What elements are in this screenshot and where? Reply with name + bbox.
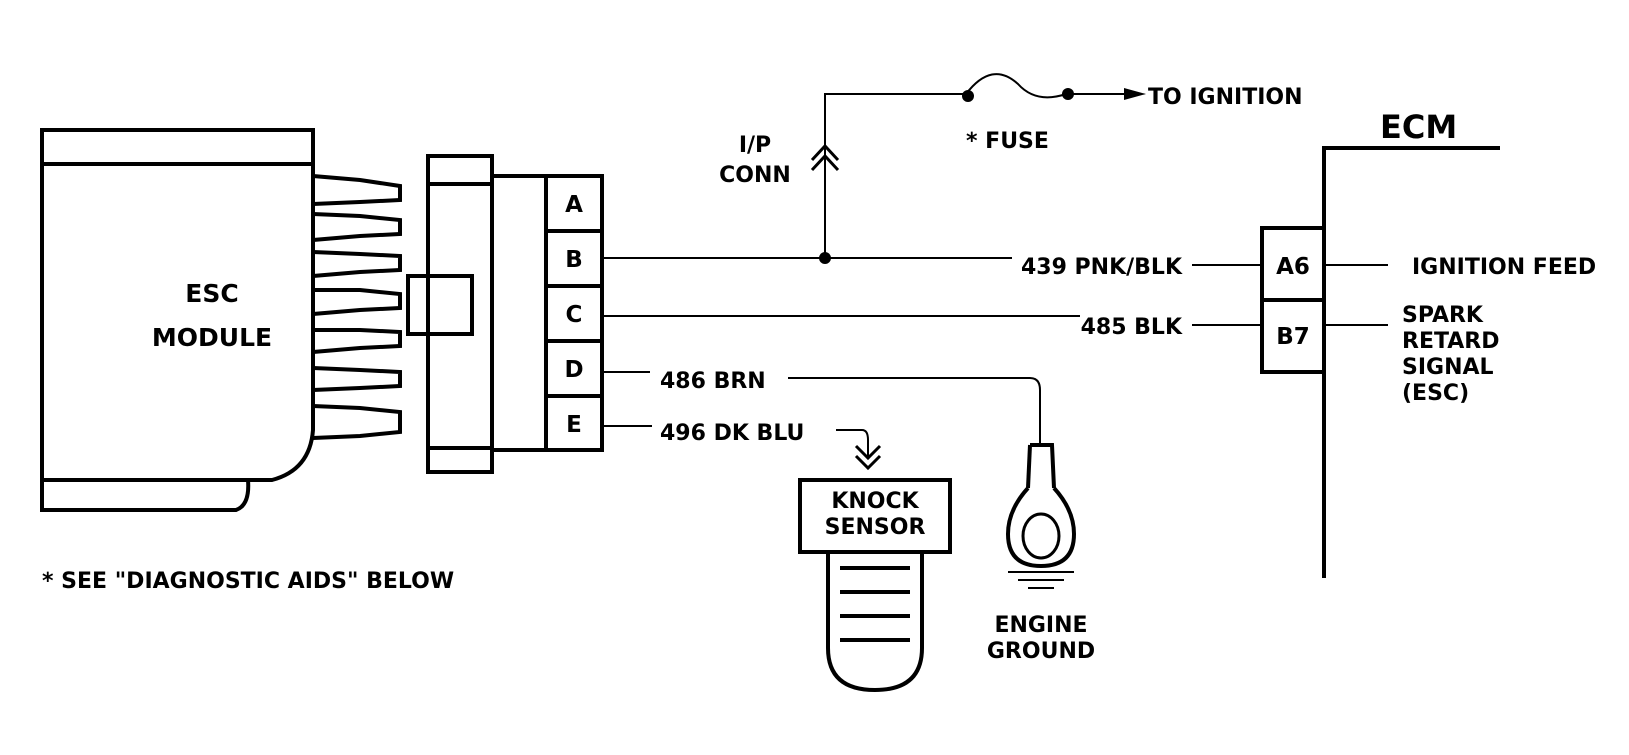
to-ignition-label: TO IGNITION <box>1148 85 1303 110</box>
ip-conn-chevron-icon <box>810 143 840 172</box>
ecm-pin-leads <box>1324 264 1388 326</box>
pin-a: A <box>565 192 583 218</box>
ip-conn-line2: CONN <box>719 163 791 188</box>
spark-retard-line1: SPARK <box>1402 303 1484 328</box>
footnote: * SEE "DIAGNOSTIC AIDS" BELOW <box>42 569 454 594</box>
ecm-pin-a6: A6 <box>1276 254 1310 280</box>
spark-retard-line3: SIGNAL <box>1402 355 1494 380</box>
module-label-line2: MODULE <box>152 323 272 352</box>
ecm-pin-b7: B7 <box>1276 324 1310 350</box>
esc-connector <box>406 154 604 474</box>
splice-dot <box>819 252 831 264</box>
fuse-label: * FUSE <box>966 129 1049 154</box>
engine-ground-line2: GROUND <box>987 639 1095 664</box>
pin-b: B <box>565 247 583 273</box>
esc-module <box>40 128 402 512</box>
wire-e-label: 496 DK BLU <box>660 421 804 446</box>
spark-retard-line2: RETARD <box>1402 329 1500 354</box>
knock-sensor <box>798 444 952 693</box>
engine-ground-line1: ENGINE <box>994 613 1087 638</box>
knock-sensor-line1: KNOCK <box>831 489 919 514</box>
wire-d-label: 486 BRN <box>660 369 766 394</box>
knock-sensor-line2: SENSOR <box>825 515 926 540</box>
wire-c-label: 485 BLK <box>1081 315 1183 340</box>
module-label-line1: ESC <box>185 279 238 308</box>
arrow-to-ignition-icon <box>1124 88 1146 100</box>
ecm-title: ECM <box>1380 108 1457 146</box>
pin-d: D <box>564 357 583 383</box>
pin-e: E <box>566 412 582 438</box>
pin-c: C <box>566 302 583 328</box>
spark-retard-line4: (ESC) <box>1402 381 1469 406</box>
engine-ground-terminal-icon <box>1005 443 1077 589</box>
wire-b-label: 439 PNK/BLK <box>1021 255 1183 280</box>
fuse-terminal-right <box>1062 88 1074 100</box>
ignition-feed-label: IGNITION FEED <box>1412 255 1596 280</box>
wires <box>602 73 1262 456</box>
knock-sensor-chevron-icon <box>854 444 882 471</box>
ip-conn-line1: I/P <box>739 133 771 158</box>
fuse-terminal-left <box>962 90 974 102</box>
